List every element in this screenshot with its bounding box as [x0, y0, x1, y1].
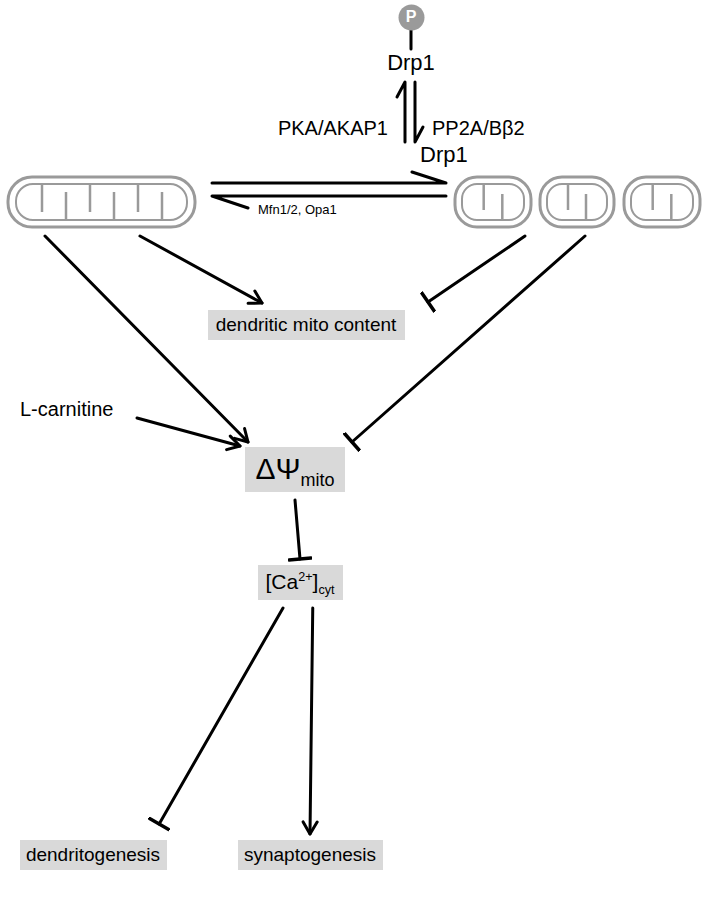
node-text: dendritic mito content	[216, 314, 397, 336]
activation-arrow	[140, 236, 262, 303]
activation-arrow	[137, 418, 240, 446]
phosphorylation-harpoon	[397, 82, 405, 142]
compound-label: L-carnitine	[20, 398, 113, 421]
process-box: [Ca2+]cyt	[258, 565, 343, 600]
process-box: dendritic mito content	[208, 310, 405, 340]
outcome-box: synaptogenesis	[238, 840, 383, 870]
fragmented-mitochondrion	[455, 177, 531, 227]
layout-arrows	[45, 30, 585, 446]
fusion-proteins-label: Mfn1/2, Opa1	[258, 203, 337, 218]
phospho-stick	[410, 30, 413, 49]
inhibition-line	[159, 608, 283, 824]
node-text: dendritogenesis	[26, 844, 160, 866]
node-text: [Ca2+]cyt	[266, 570, 335, 594]
node-text: synaptogenesis	[244, 844, 376, 866]
phosphate-circle: P	[398, 4, 425, 31]
elongated-mitochondrion	[8, 177, 195, 227]
dephosphorylation-harpoon	[415, 82, 423, 142]
inhibition-line	[295, 500, 300, 559]
activation-arrow	[310, 608, 313, 834]
outcome-box: dendritogenesis	[20, 840, 167, 870]
protein-label: Drp1	[420, 142, 468, 167]
inhibition-line	[428, 236, 525, 302]
fission-harpoon	[212, 172, 446, 183]
phosphatase-label: PP2A/Bβ2	[432, 117, 525, 140]
node-text: P	[406, 8, 417, 26]
process-box: ΔΨmito	[245, 447, 345, 492]
protein-label: Drp1	[387, 50, 435, 75]
fragmented-mitochondrion	[540, 177, 614, 227]
kinase-label: PKA/AKAP1	[278, 117, 388, 140]
node-text: ΔΨmito	[255, 452, 334, 487]
fragmented-mitochondrion	[624, 177, 700, 227]
